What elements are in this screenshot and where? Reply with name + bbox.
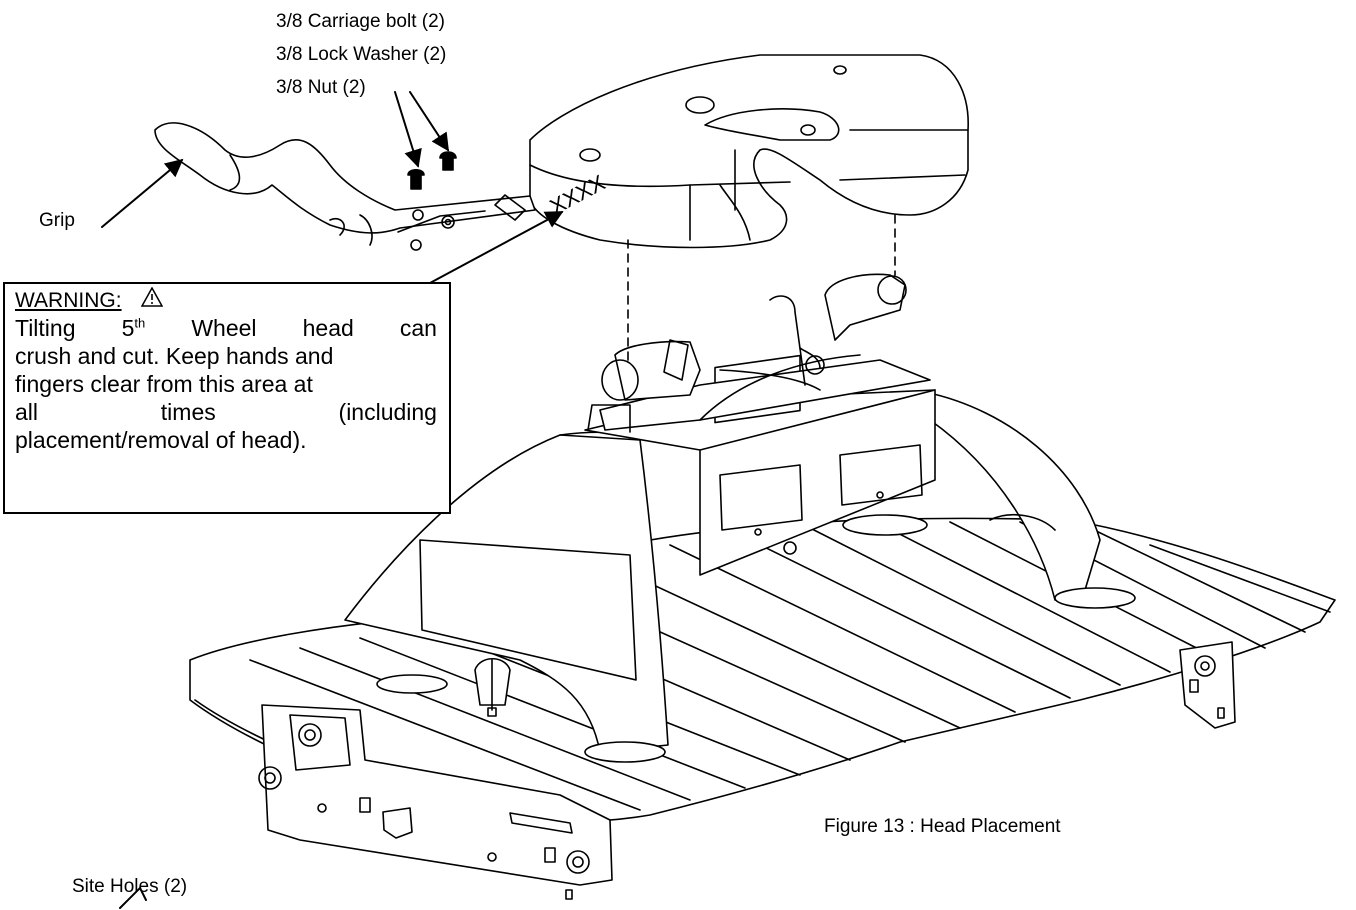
rear-leg bbox=[842, 391, 1136, 609]
warning-word: times bbox=[160, 399, 216, 425]
warning-heading: WARNING: bbox=[15, 286, 449, 314]
grip-label: Grip bbox=[39, 210, 75, 231]
warning-text: fingers clear from this area at bbox=[15, 371, 313, 397]
truck-bed-floor bbox=[189, 517, 1336, 823]
warning-word: Wheel bbox=[191, 315, 257, 341]
release-handle bbox=[154, 122, 536, 251]
nut-label: 3/8 Nut (2) bbox=[276, 77, 366, 98]
warning-line-4: all times (including bbox=[15, 398, 437, 426]
label-leaders bbox=[101, 91, 564, 909]
warning-title: WARNING: bbox=[15, 289, 122, 312]
alignment-lines bbox=[627, 214, 896, 366]
warning-word: 5th bbox=[122, 314, 146, 342]
warning-line-3: fingers clear from this area at bbox=[15, 370, 437, 398]
carriage-bolts bbox=[407, 151, 457, 190]
warning-triangle-icon bbox=[141, 286, 164, 314]
warning-text: placement/removal of head). bbox=[15, 427, 307, 453]
warning-line-1: Tilting 5th Wheel head can bbox=[15, 314, 437, 342]
fifth-wheel-head bbox=[529, 54, 969, 249]
right-rail-bracket bbox=[1179, 641, 1236, 729]
warning-text: crush and cut. Keep hands and bbox=[15, 343, 334, 369]
figure-caption: Figure 13 : Head Placement bbox=[824, 816, 1061, 837]
lock-washer-label: 3/8 Lock Washer (2) bbox=[276, 44, 447, 65]
warning-line-5: placement/removal of head). bbox=[15, 426, 437, 454]
warning-word: all bbox=[15, 399, 39, 425]
carriage-bolt-label: 3/8 Carriage bolt (2) bbox=[276, 11, 445, 32]
warning-word: Tilting bbox=[15, 315, 76, 341]
warning-box: WARNING: Tilting 5th Wheel head can crus… bbox=[3, 282, 451, 514]
warning-line-2: crush and cut. Keep hands and bbox=[15, 342, 437, 370]
warning-ordinal-suffix: th bbox=[134, 315, 146, 331]
saddle-assembly bbox=[584, 273, 936, 576]
site-holes-label: Site Holes (2) bbox=[72, 876, 188, 897]
warning-word: can bbox=[399, 315, 437, 341]
left-rail-bracket bbox=[258, 704, 613, 900]
warning-word: head bbox=[302, 315, 354, 341]
front-leg bbox=[344, 431, 669, 763]
warning-ordinal-number: 5 bbox=[121, 315, 135, 341]
warning-word: (including bbox=[338, 399, 437, 425]
